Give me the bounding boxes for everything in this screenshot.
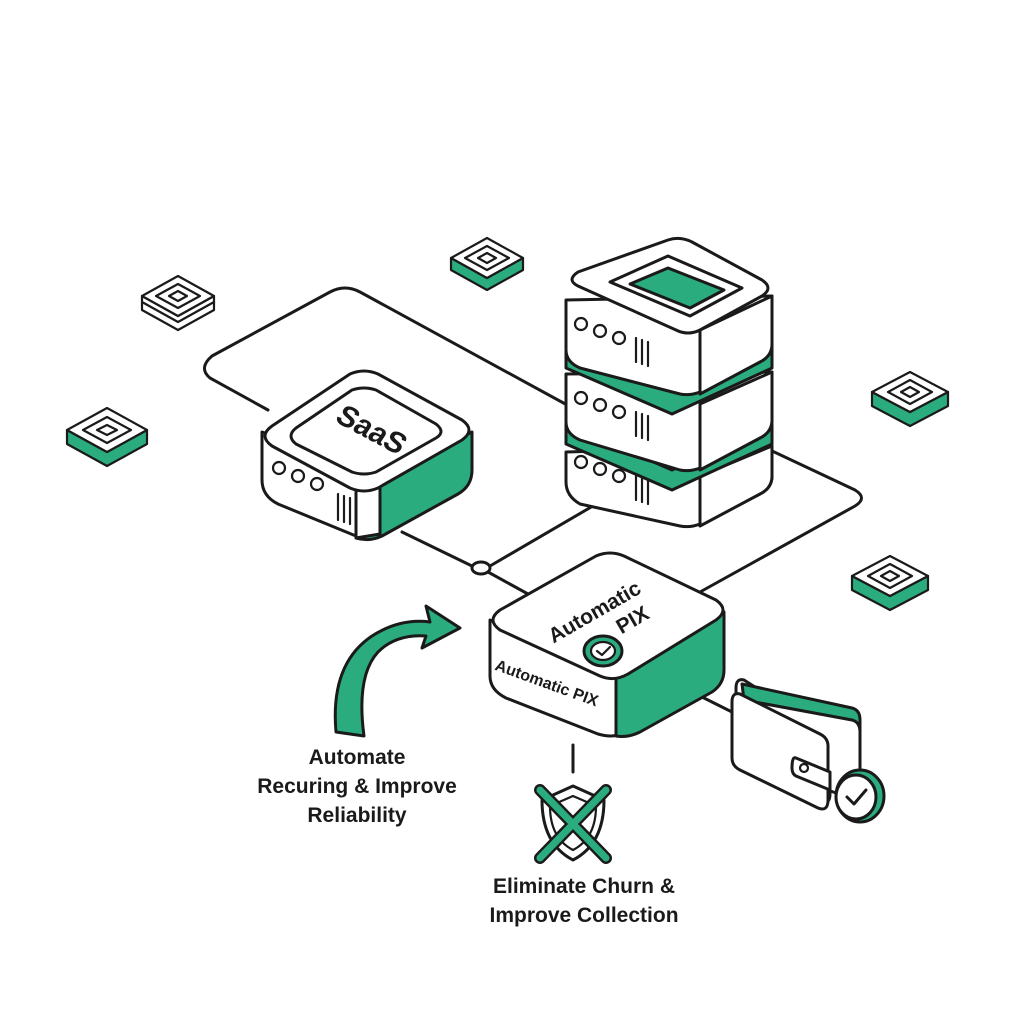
- module-tile-icon: [449, 236, 525, 292]
- check-circle-icon: [582, 634, 624, 668]
- server-stack: [564, 236, 774, 529]
- junction-node: [470, 560, 492, 576]
- caption-line: Reliability: [307, 804, 407, 827]
- server-unit: [564, 370, 774, 473]
- wallet-icon: [730, 678, 862, 811]
- caption-automate-reliability: Automate Recuring & Improve Reliability: [226, 743, 488, 830]
- caption-line: Eliminate Churn &: [492, 875, 676, 898]
- curved-arrow-icon: [333, 604, 462, 738]
- caption-eliminate-churn: Eliminate Churn & Improve Collection: [440, 872, 728, 930]
- saas-box: SaaS: [260, 369, 474, 542]
- automatic-pix-box: Automatic PIX Automatic PIX: [488, 551, 726, 738]
- module-tile-icon: [140, 274, 216, 332]
- server-unit-top: [564, 236, 774, 397]
- x-mark-icon: [534, 784, 612, 864]
- check-badge-icon: [834, 768, 886, 824]
- caption-line: Automate: [308, 746, 406, 769]
- module-tile-icon: [870, 370, 950, 428]
- module-tile-icon: [65, 406, 149, 468]
- module-tile-icon: [850, 554, 930, 612]
- caption-line: Improve Collection: [489, 904, 679, 927]
- caption-line: Recuring & Improve: [257, 775, 457, 798]
